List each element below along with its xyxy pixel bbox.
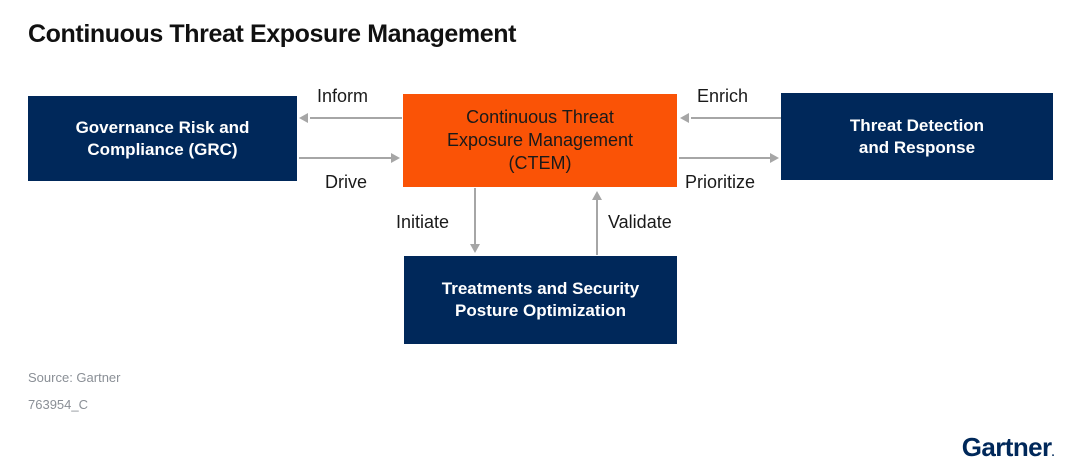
source-attribution: Source: Gartner [28, 370, 121, 385]
edge-label-inform: Inform [317, 86, 369, 106]
arrowhead-up-icon [592, 191, 602, 200]
arrowhead-left-icon [299, 113, 308, 123]
edge-label-prioritize: Prioritize [685, 172, 756, 192]
gartner-logo-mark: . [1051, 447, 1055, 459]
edge-label-validate: Validate [608, 212, 672, 232]
node-tdr-label: Threat Detection and Response [849, 115, 985, 157]
figure-id: 763954_C [28, 397, 88, 412]
connector-initiate-line [474, 188, 476, 245]
node-continuous-threat-exposure-management: Continuous Threat Exposure Management (C… [403, 94, 677, 187]
node-grc-label: Governance Risk and Compliance (GRC) [75, 117, 250, 159]
page-title: Continuous Threat Exposure Management [28, 20, 517, 48]
connector-prioritize-line [679, 157, 771, 159]
connector-inform-line [310, 117, 402, 119]
arrowhead-right-icon [391, 153, 400, 163]
arrowhead-right-icon [770, 153, 779, 163]
node-treatments-and-security-posture-optimization: Treatments and Security Posture Optimiza… [404, 256, 677, 344]
edge-label-drive: Drive [325, 172, 368, 192]
node-ctem-label: Continuous Threat Exposure Management (C… [446, 106, 634, 174]
connector-enrich-line [691, 117, 781, 119]
node-threat-detection-and-response: Threat Detection and Response [781, 93, 1053, 180]
gartner-logo: Gartner. [961, 432, 1055, 463]
edge-label-initiate: Initiate [396, 212, 450, 232]
edge-label-enrich: Enrich [697, 86, 749, 106]
node-governance-risk-compliance: Governance Risk and Compliance (GRC) [28, 96, 297, 181]
node-tspo-label: Treatments and Security Posture Optimiza… [441, 279, 640, 320]
gartner-logo-text: Gartner [961, 432, 1052, 462]
connector-drive-line [299, 157, 392, 159]
connector-validate-line [596, 199, 598, 255]
arrowhead-down-icon [470, 244, 480, 253]
arrowhead-left-icon [680, 113, 689, 123]
